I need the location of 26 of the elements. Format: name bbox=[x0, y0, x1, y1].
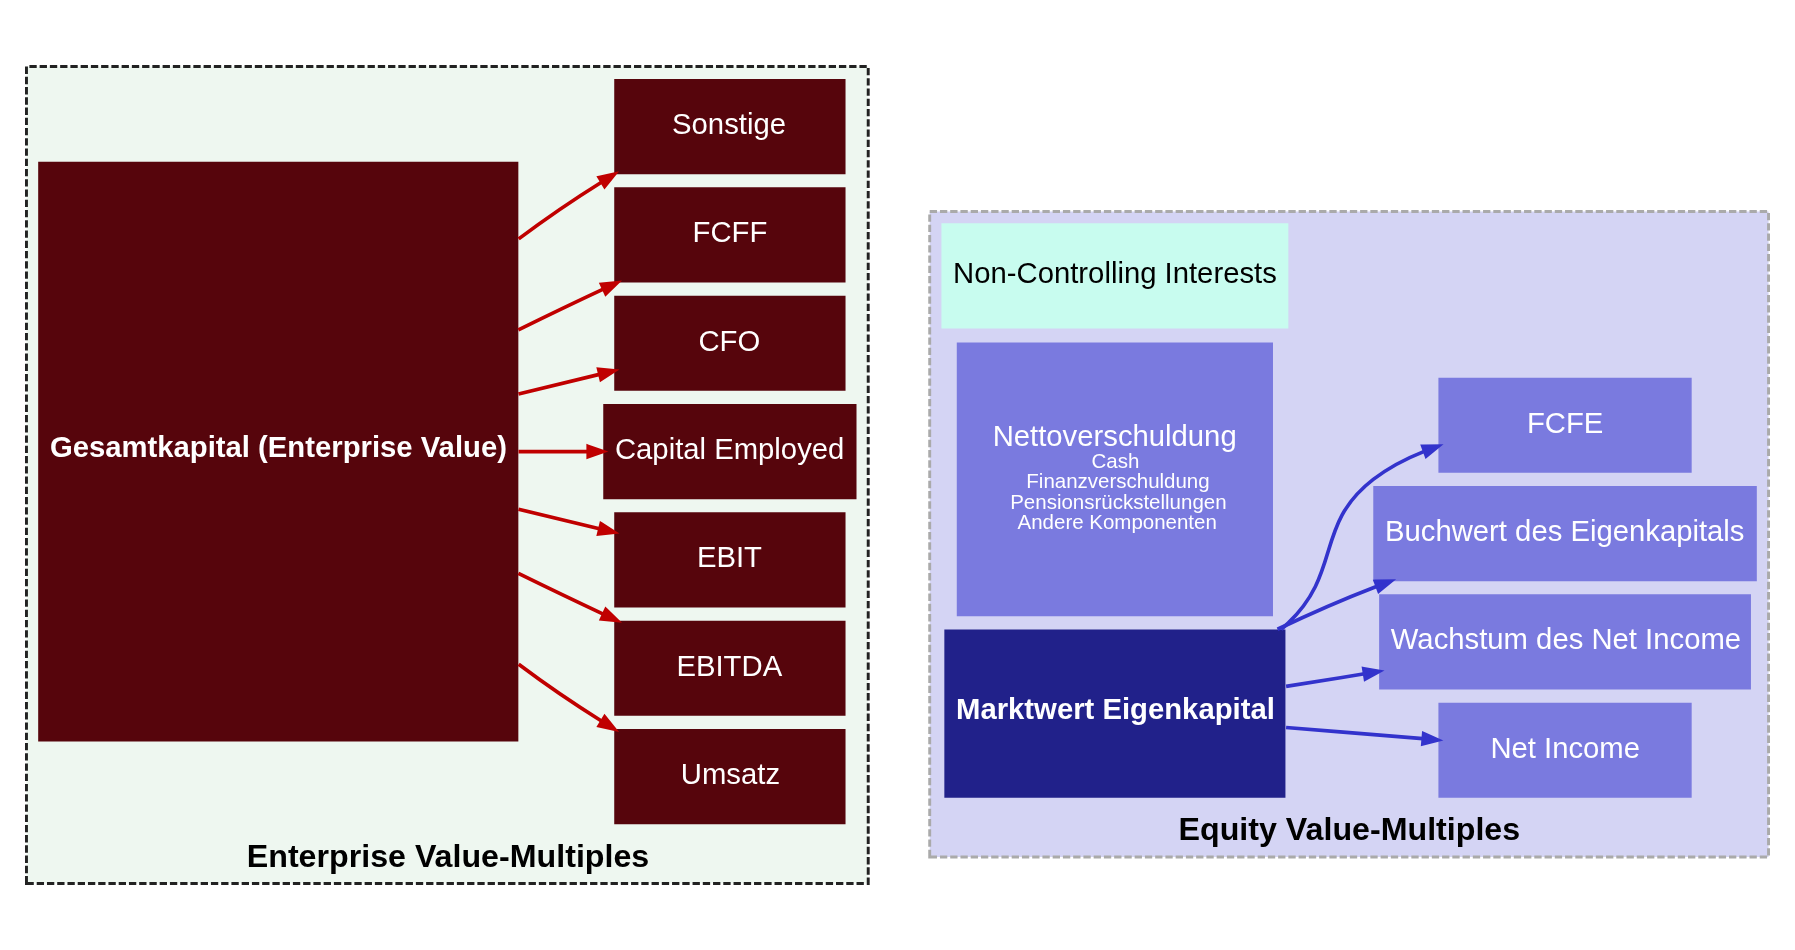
node-box: Marktwert Eigenkapital bbox=[944, 629, 1286, 798]
arrow bbox=[1285, 666, 1385, 689]
arrow bbox=[517, 662, 620, 732]
node-box: Net Income bbox=[1438, 702, 1692, 798]
node-box: Buchwert des Eigenkapitals bbox=[1373, 486, 1757, 582]
node-box: Nettoverschuldung Cash Finanzverschuldung Pensionsrückstellungen Andere Komponenten bbox=[956, 342, 1273, 617]
node-box: Gesamtkapital (Enterprise Value) bbox=[38, 161, 519, 742]
node-box: Umsatz bbox=[614, 729, 846, 825]
arrow bbox=[518, 367, 620, 396]
arrow bbox=[1285, 725, 1444, 747]
node-box: FCFF bbox=[614, 187, 846, 283]
node-box: EBIT bbox=[614, 512, 846, 608]
arrow bbox=[1280, 444, 1444, 631]
arrow bbox=[517, 571, 623, 623]
arrow bbox=[518, 443, 609, 460]
arrow bbox=[517, 280, 623, 332]
arrow bbox=[517, 171, 620, 241]
arrow bbox=[518, 507, 620, 536]
node-box: Non-Controlling Interests bbox=[941, 223, 1289, 329]
node-box: CFO bbox=[614, 295, 846, 391]
arrow bbox=[1276, 579, 1397, 631]
node-box: EBITDA bbox=[614, 620, 846, 716]
node-box: Wachstum des Net Income bbox=[1379, 594, 1751, 690]
node-box: Capital Employed bbox=[603, 404, 857, 500]
node-box: FCFE bbox=[1438, 377, 1692, 473]
node-box: Sonstige bbox=[614, 79, 846, 175]
